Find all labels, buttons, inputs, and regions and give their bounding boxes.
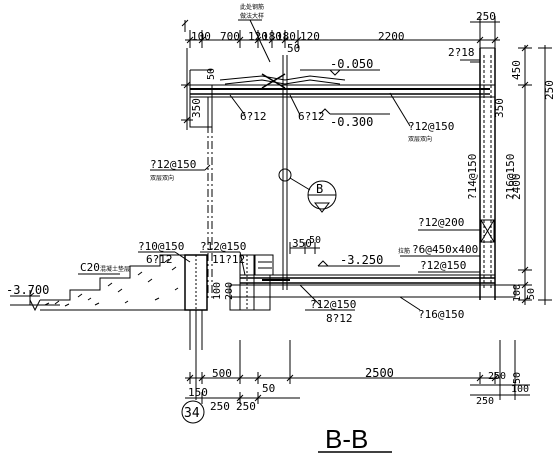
bottom-dimension-chain [185, 340, 530, 404]
dim-top-100: 100 [191, 30, 211, 43]
dim-top-700: 700 [220, 30, 240, 43]
dim-bottom-right-50: 50 [512, 372, 523, 384]
rebar-floor-12-150: ?12@150 [420, 259, 466, 272]
dim-bottom-250b: 250 [236, 400, 256, 413]
note-top-2: 做法大样 [240, 12, 264, 20]
dim-top-250: 250 [476, 10, 496, 23]
axis-marker-label: 34 [184, 406, 200, 421]
note-lashing: 拉筋 [398, 247, 410, 255]
left-rebar-leaders [138, 251, 246, 276]
rebar-bottom-12-150: ?12@150 [310, 298, 356, 311]
level-ground: -3.700 [6, 283, 49, 297]
dim-bottom-2500: 2500 [365, 366, 394, 380]
rebar-lashing-6-450x400: ?6@450x400 [412, 243, 478, 256]
rebar-slab-12-150: ?12@150 [408, 120, 454, 133]
dim-top-180a: 180 [262, 30, 282, 43]
right-dimension-chain [518, 44, 552, 305]
rebar-wall-12-200: ?12@200 [418, 216, 464, 229]
concrete-note: 混凝土垫层 [100, 265, 130, 273]
dim-top-120b: 120 [300, 30, 320, 43]
note-two-way-slab: 双层双向 [408, 135, 432, 143]
dim-top-2200: 2200 [378, 30, 405, 43]
top-dimension-chain [181, 16, 500, 48]
dim-right-100: 100 [512, 284, 523, 302]
rebar-bottom-16-150: ?16@150 [418, 308, 464, 321]
dim-mid-50: 50 [309, 235, 321, 246]
rebar-6-12-b: 6?12 [298, 110, 325, 123]
level-mark-floor [317, 260, 400, 267]
level-slab-bottom: -0.300 [330, 115, 373, 129]
dim-bottom-right-250: 250 [488, 371, 506, 382]
dim-mid-350: 350 [292, 237, 312, 250]
section-marker-label: B [316, 182, 323, 196]
rebar-wall-12-150: ?12@150 [150, 158, 196, 171]
dim-right-450: 450 [510, 60, 523, 80]
mid-dimension [289, 242, 320, 254]
section-marker-b [278, 168, 337, 213]
rebar-left-12-150: ?12@150 [200, 240, 246, 253]
axis-34 [181, 310, 205, 424]
slab-joint-detail [219, 55, 346, 290]
note-two-way-wall: 双层双向 [150, 174, 174, 182]
rebar-8-12: 8?12 [326, 312, 353, 325]
rebar-11-12: 11?12 [212, 253, 245, 266]
left-dimension-chain [181, 48, 193, 130]
rebar-wall-16-150: ?16@150 [504, 154, 517, 200]
drawing-title: B-B [325, 424, 368, 454]
rebar-10-150: ?10@150 [138, 240, 184, 253]
dim-bottom-right-100: 100 [511, 384, 529, 395]
left-wall-area [150, 125, 213, 300]
rebar-6-12-c: 6?12 [146, 253, 173, 266]
dim-bottom-500: 500 [212, 367, 232, 380]
right-wall [470, 48, 496, 300]
dim-right-350-slab: 350 [493, 98, 506, 118]
dim-bottom-250a: 250 [210, 400, 230, 413]
dim-left-100: 100 [212, 282, 223, 300]
stepped-ground [10, 254, 185, 311]
dim-bottom-50: 50 [262, 382, 275, 395]
level-mark-top [300, 69, 390, 115]
slab-rebar-leaders [229, 59, 480, 127]
note-top-1: 此处钢筋 [240, 3, 264, 11]
dim-bottom-right-250b: 250 [476, 396, 494, 407]
rebar-wall-14-150: ?14@150 [466, 154, 479, 200]
dim-bottom-150: 150 [188, 386, 208, 399]
bottom-rebar-leaders [299, 284, 421, 311]
concrete-grade: C20 [80, 261, 100, 274]
dim-top-50: 50 [287, 42, 300, 55]
dim-right-2400: 2400 [510, 174, 523, 201]
dim-top-50-vert: 50 [206, 68, 217, 80]
rebar-6-12-a: 6?12 [240, 110, 267, 123]
left-foundation [184, 254, 271, 350]
level-floor: -3.250 [340, 253, 383, 267]
break-line [10, 299, 60, 312]
dim-top-180b: 180 [276, 30, 296, 43]
dim-right-250: 250 [543, 80, 556, 100]
level-top: -0.050 [330, 57, 373, 71]
dim-left-350: 350 [190, 98, 203, 118]
dim-right-50: 50 [526, 288, 537, 300]
rebar-2-18: 2?18 [448, 46, 475, 59]
dim-left-200: 200 [224, 282, 235, 300]
